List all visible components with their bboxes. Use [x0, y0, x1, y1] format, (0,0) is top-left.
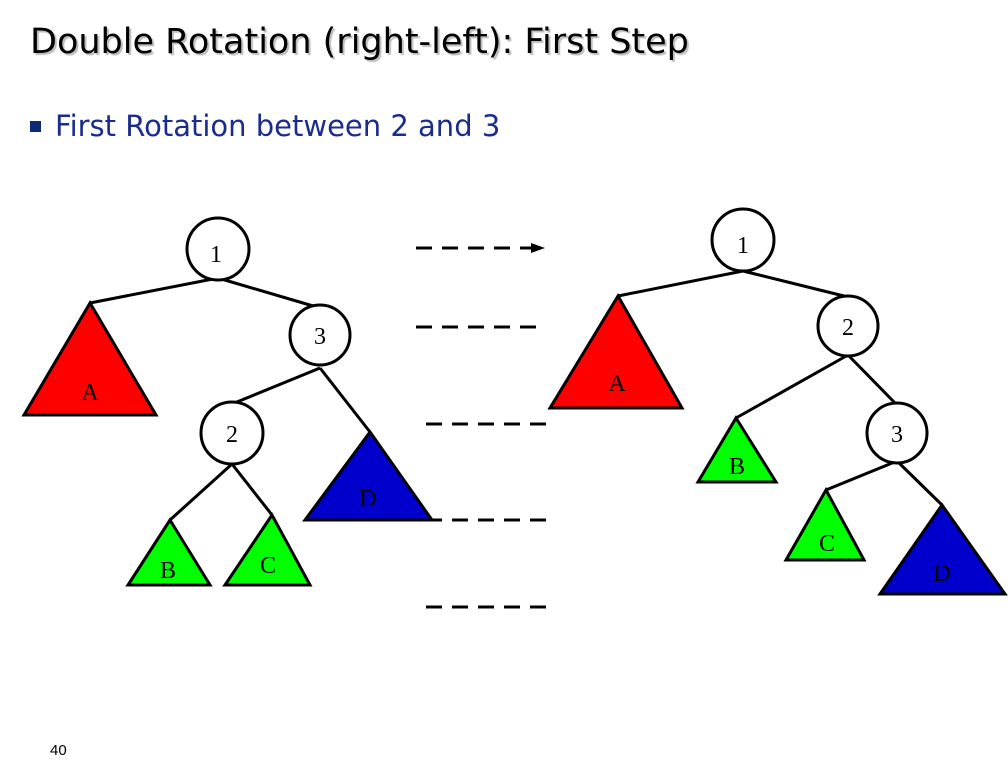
- tree-before: A D B C 1 3 2: [21, 216, 435, 587]
- square-bullet-icon: [30, 120, 41, 132]
- edge-2-to-b: [735, 353, 849, 420]
- node-root-circle: [710, 207, 776, 273]
- subtree-a-label: A: [608, 371, 626, 397]
- node-inner-label: 2: [226, 422, 238, 448]
- node-root: 1: [710, 207, 776, 273]
- subtree-a-triangle: [21, 300, 159, 417]
- node-root-circle: [185, 216, 251, 282]
- node-right-circle: [816, 294, 880, 358]
- node-root: 1: [185, 216, 251, 282]
- subtree-a-label: A: [81, 380, 99, 406]
- edge-1-to-a: [617, 269, 744, 298]
- node-root-label: 1: [210, 242, 222, 268]
- subtree-a-triangle: [547, 293, 685, 410]
- subtree-d-label: D: [933, 561, 950, 587]
- tree-after-edges: [617, 269, 944, 507]
- subtree-d-triangle: [302, 429, 435, 522]
- edge-3-to-c: [825, 459, 898, 492]
- subtree-c-triangle: [222, 512, 313, 587]
- subtree-c-triangle: [783, 486, 867, 562]
- edge-1-to-3: [217, 276, 321, 310]
- node-root-label: 1: [737, 233, 749, 259]
- subtree-c-label: C: [260, 553, 276, 579]
- node-inner-circle: [865, 401, 929, 465]
- edge-2-to-c: [230, 463, 274, 516]
- bullet-text: First Rotation between 2 and 3: [55, 109, 501, 143]
- node-right: 3: [288, 303, 352, 367]
- node-inner-circle: [199, 400, 265, 466]
- slide-title: Double Rotation (right-left): First Step: [30, 22, 689, 62]
- subtree-b-triangle: [125, 517, 213, 587]
- node-inner: 2: [199, 400, 265, 466]
- slide-number: 40: [50, 742, 67, 759]
- node-right-label: 3: [314, 324, 326, 350]
- tree-after: A B C D 1 2 3: [547, 207, 1008, 596]
- edge-3-to-d: [318, 367, 372, 433]
- dashed-separator: [416, 246, 548, 609]
- edge-1-to-2: [742, 269, 849, 299]
- edge-2-to-3: [846, 353, 899, 407]
- node-inner-label: 3: [891, 422, 903, 448]
- node-right: 2: [816, 294, 880, 358]
- node-inner: 3: [865, 401, 929, 465]
- edge-3-to-2: [231, 366, 321, 406]
- subtree-d-label: D: [359, 486, 376, 512]
- node-right-circle: [288, 303, 352, 367]
- edge-3-to-d: [895, 459, 944, 507]
- edge-2-to-b: [168, 462, 234, 522]
- bullet-item: First Rotation between 2 and 3: [30, 104, 500, 148]
- tree-before-edges: [89, 276, 372, 522]
- subtree-b-label: B: [729, 454, 745, 480]
- edge-1-to-a: [89, 276, 219, 305]
- subtree-d-triangle: [877, 502, 1008, 596]
- node-right-label: 2: [842, 315, 854, 341]
- subtree-c-label: C: [819, 531, 835, 557]
- subtree-b-label: B: [160, 558, 176, 584]
- arrow-head-icon: [531, 243, 545, 253]
- subtree-b-triangle: [695, 415, 779, 484]
